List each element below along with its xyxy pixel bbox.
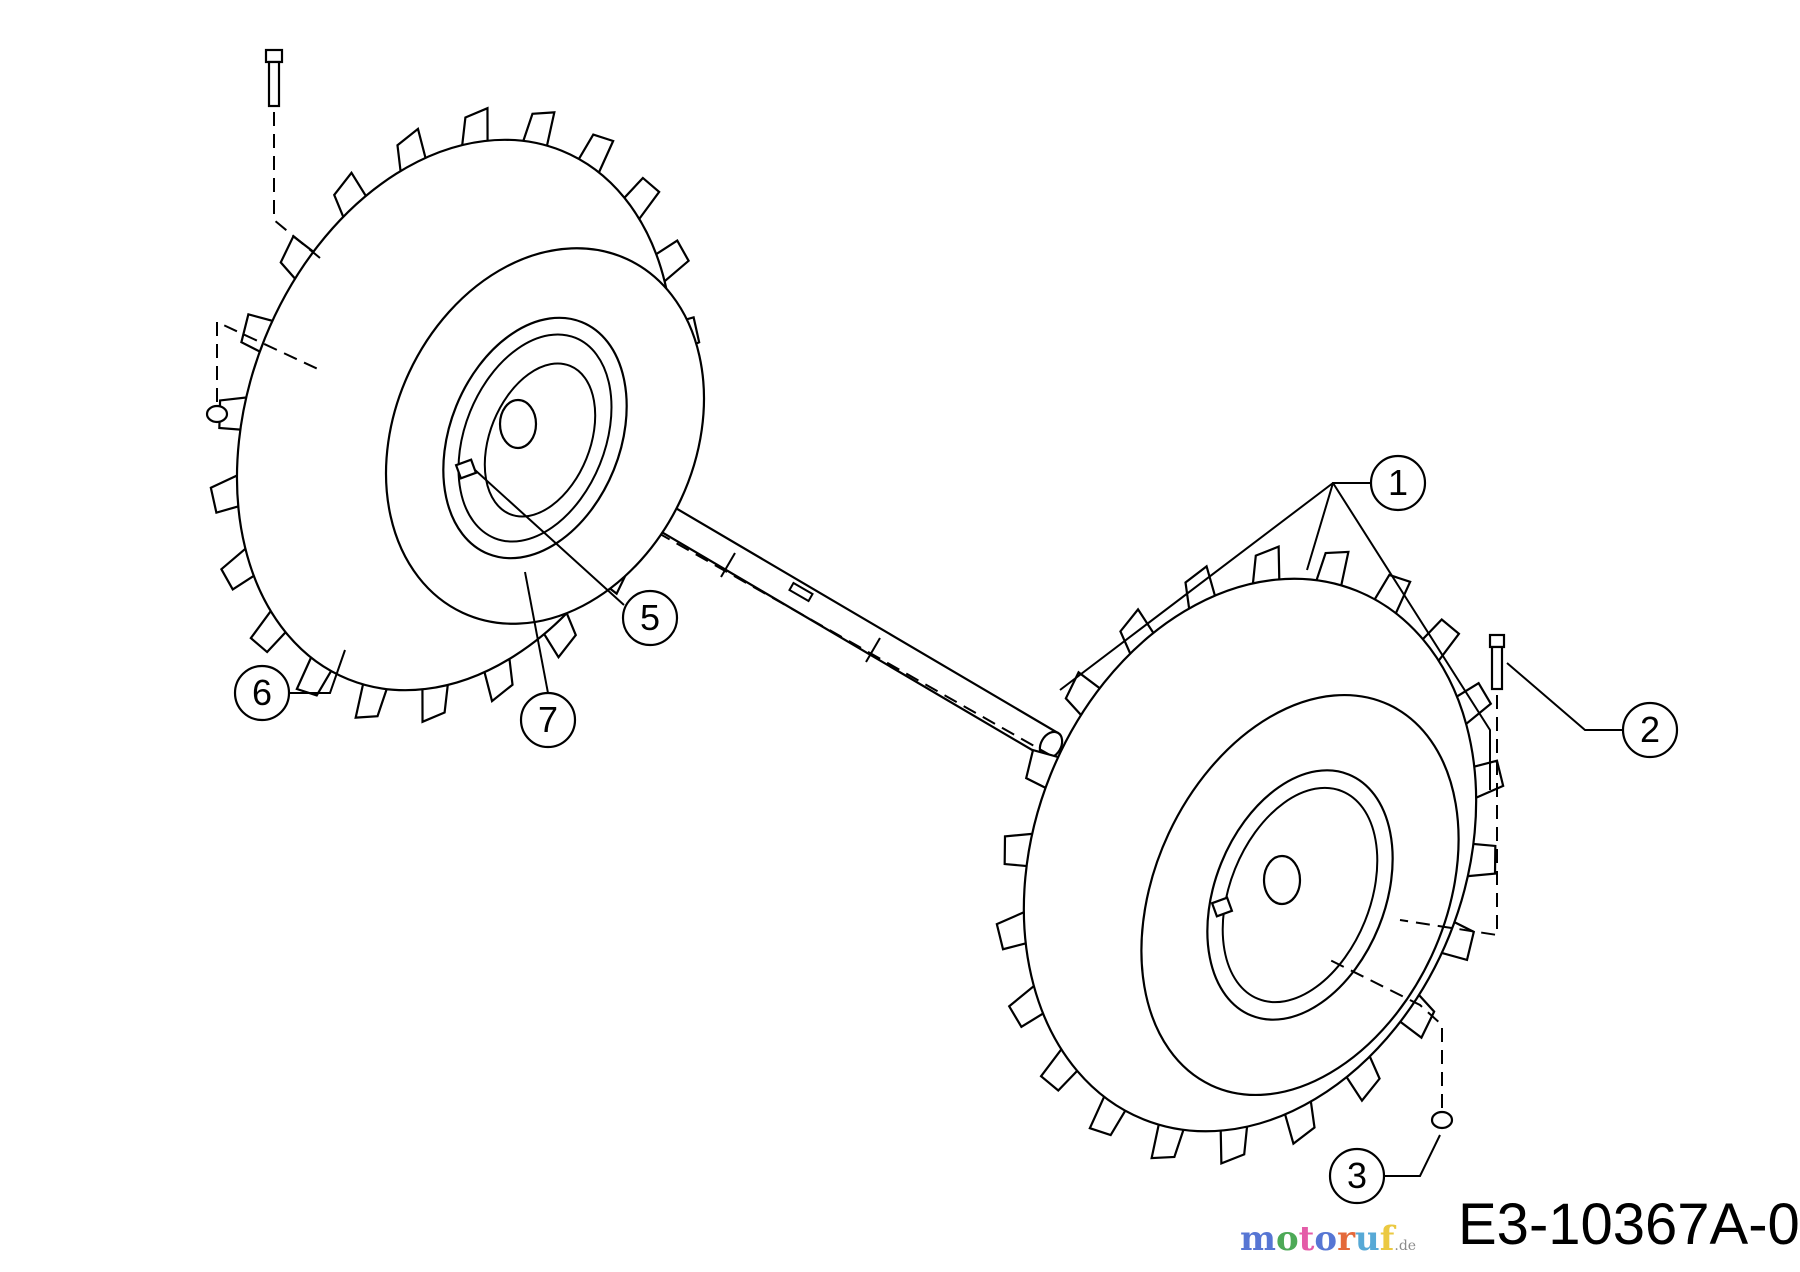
watermark-tld: .de (1394, 1238, 1417, 1254)
right-wheel (995, 545, 1505, 1165)
callout-3: 3 (1346, 1155, 1368, 1196)
right-valve-stem (1210, 896, 1234, 918)
flange-nut-left (205, 320, 321, 424)
callout-5-leader (474, 469, 679, 647)
callout-2: 2 (1639, 709, 1661, 750)
callout-7-leader (519, 571, 577, 749)
callout-1-leader (1059, 454, 1491, 790)
callout-7: 7 (537, 699, 559, 740)
flange-nut-right (1329, 959, 1454, 1130)
callout-2-leader (1506, 662, 1679, 759)
watermark-logo: motoruf.de (1240, 1222, 1416, 1256)
callout-6: 6 (251, 672, 273, 713)
drawing-code: E3-10367A-01 (1458, 1192, 1800, 1257)
callout-5: 5 (639, 597, 661, 638)
hex-bolt-top (264, 48, 321, 259)
left-hub (498, 398, 538, 450)
hex-bolt-right (1399, 633, 1506, 937)
callout-6-leader (233, 649, 346, 722)
axle-center-line (599, 499, 1051, 756)
right-hub (1262, 854, 1302, 906)
callout-1: 1 (1387, 462, 1409, 503)
callout-3-leader (1328, 1134, 1441, 1205)
watermark-text: motoruf (1240, 1219, 1395, 1259)
left-valve-stem (454, 458, 478, 480)
left-wheel (209, 106, 706, 724)
